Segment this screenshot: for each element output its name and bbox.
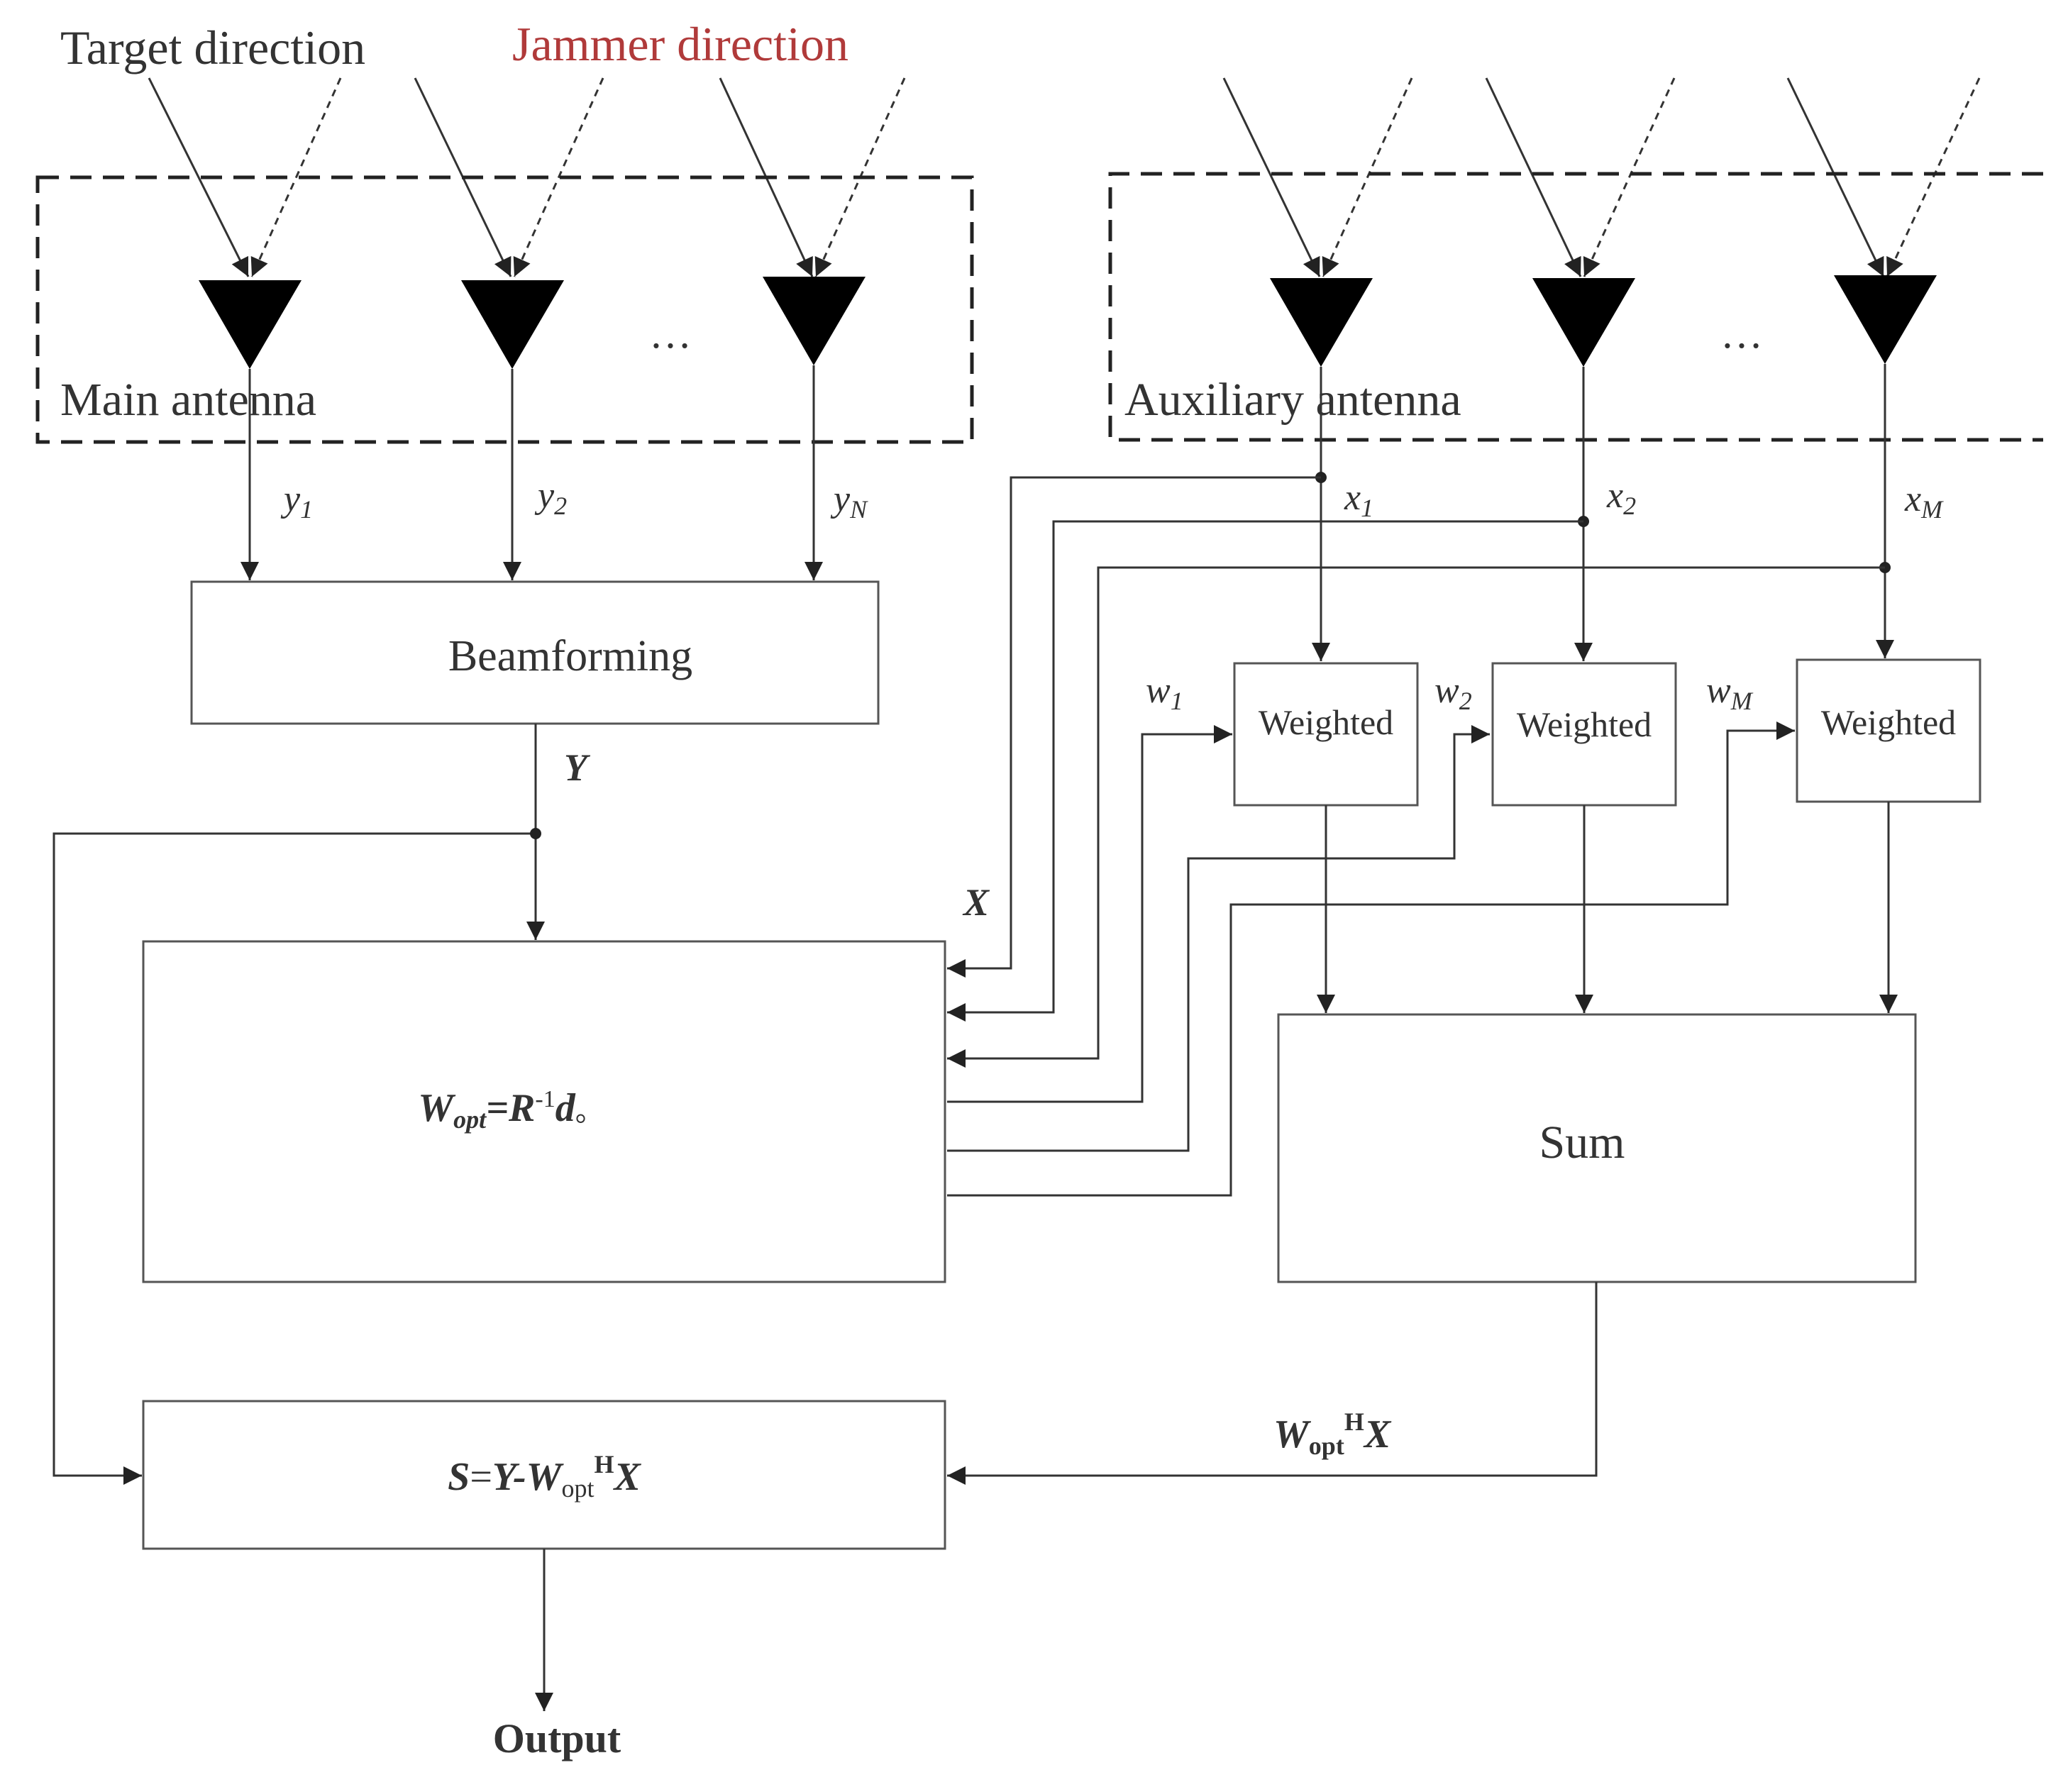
weighted-block-m (1796, 658, 1981, 803)
aux-antenna-ellipsis: … (1720, 310, 1763, 357)
wM-label: wM (1706, 670, 1754, 715)
antenna-icon (1270, 278, 1373, 367)
weighted-to-sum-lines (1317, 802, 1898, 1013)
xM-label: xM (1904, 479, 1944, 524)
main-antenna-group (35, 175, 974, 444)
aux-antennas (1270, 275, 1937, 367)
sum-feedback-line (947, 1282, 1598, 1485)
auxiliary-antenna-label: Auxiliary antenna (1124, 374, 1461, 426)
antenna-icon (461, 280, 564, 369)
weighted-block-1 (1233, 662, 1419, 807)
output-subtraction-block (142, 1400, 946, 1550)
main-antenna-feeds (240, 365, 823, 580)
wopt-equation: Wopt=R-1d。 (418, 1086, 603, 1134)
aux-array-rays (1222, 77, 1981, 277)
junction-dots (1315, 472, 1891, 573)
weighted-label-2: Weighted (1517, 704, 1652, 744)
y2-label: y2 (534, 475, 567, 520)
aux-antenna-group (1108, 172, 2043, 442)
weighted-label-1: Weighted (1259, 702, 1393, 742)
weighted-label-m: Weighted (1821, 702, 1956, 742)
antenna-icon (763, 277, 866, 365)
X-label: X (962, 881, 990, 924)
wopt-h-x-label: WoptHX (1273, 1407, 1392, 1460)
main-antenna-ellipsis: … (649, 310, 692, 357)
weight-lines (947, 721, 1795, 1197)
w1-label: w1 (1146, 670, 1183, 715)
output-label: Output (493, 1715, 621, 1761)
sum-block (1277, 1013, 1917, 1283)
Y-label: Y (564, 746, 591, 789)
main-antenna-label: Main antenna (60, 374, 316, 426)
beamforming-label: Beamforming (448, 632, 692, 680)
antenna-icon (199, 280, 302, 369)
y1-label: y1 (280, 479, 313, 524)
antenna-icon (1834, 275, 1937, 364)
y-junction-dot (530, 828, 541, 839)
sum-label: Sum (1539, 1117, 1625, 1168)
jammer-direction-label: Jammer direction (512, 17, 848, 71)
antenna-icon (1532, 278, 1635, 367)
wopt-compute-block (142, 940, 946, 1283)
x1-label: x1 (1344, 477, 1373, 522)
x2-label: x2 (1606, 475, 1636, 520)
w2-label: w2 (1434, 670, 1472, 715)
aux-antenna-feeds (1312, 364, 1894, 661)
x-bus-lines (947, 476, 1885, 1068)
output-equation: S=Y-WoptHX (448, 1450, 641, 1503)
target-direction-label: Target direction (60, 21, 365, 74)
main-antennas (199, 277, 866, 369)
yN-label: yN (830, 479, 868, 524)
weighted-block-2 (1491, 662, 1677, 807)
